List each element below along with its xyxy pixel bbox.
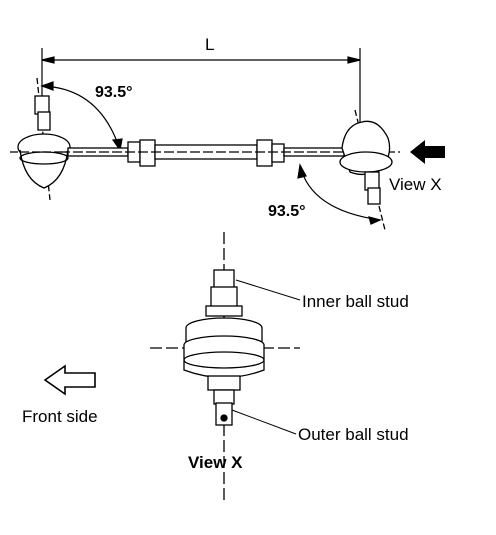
tie-rod (60, 139, 400, 167)
view-x-arrow-icon (410, 140, 445, 164)
angle-arc-left (40, 81, 123, 152)
front-side-arrow-icon (43, 364, 96, 396)
left-ball-joint (10, 77, 80, 201)
view-x-ball-joint (150, 232, 300, 500)
outer-ball-stud-label: Outer ball stud (298, 425, 409, 444)
angle-arc-right (297, 163, 382, 225)
angle-right-label: 93.5° (268, 203, 306, 220)
front-side-label: Front side (22, 407, 98, 426)
leader-lines (231, 279, 301, 435)
inner-ball-stud-label: Inner ball stud (302, 292, 409, 311)
angle-left-label: 93.5° (95, 84, 133, 101)
right-ball-joint (339, 109, 393, 231)
view-x-caption: View X (188, 453, 243, 472)
view-x-label: View X (389, 175, 442, 194)
dimension-line-L (41, 48, 361, 128)
length-label: L (205, 35, 214, 54)
